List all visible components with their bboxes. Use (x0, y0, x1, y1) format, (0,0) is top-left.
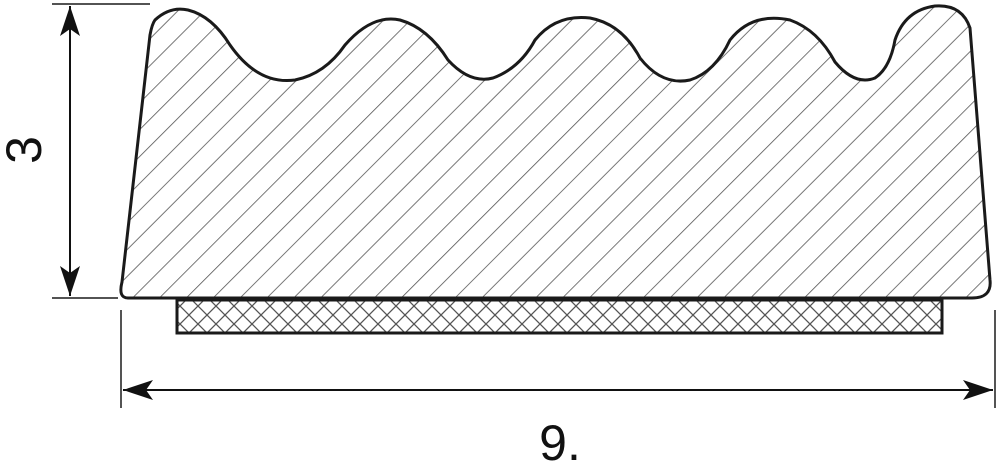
foam-profile-body (119, 4, 992, 300)
width-dimension: 9. (120, 310, 996, 470)
height-label: 3 (0, 136, 52, 164)
adhesive-backing-strip (175, 298, 944, 335)
width-label: 9. (539, 415, 581, 470)
height-dimension: 3 (0, 3, 150, 299)
